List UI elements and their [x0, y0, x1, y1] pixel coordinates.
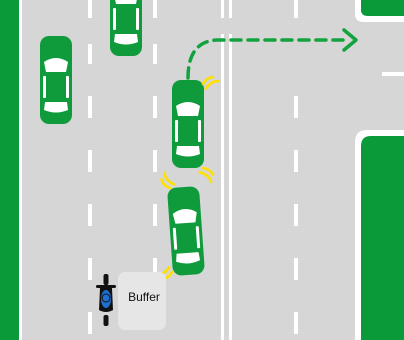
bottom-right-verge	[355, 130, 404, 340]
car-top	[110, 0, 142, 56]
left-verge	[0, 0, 22, 340]
buffer-label: Buffer	[122, 290, 166, 304]
top-right-verge	[355, 0, 404, 22]
car-behind	[167, 186, 205, 276]
car-left-lane	[40, 36, 72, 124]
car-turning	[172, 80, 204, 168]
